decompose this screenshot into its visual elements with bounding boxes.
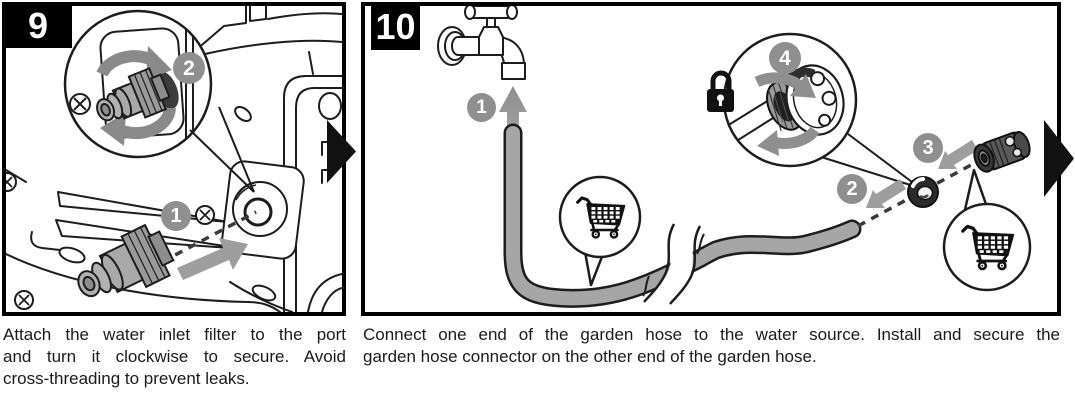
step-10-illustration: [437, 6, 1032, 312]
step-10-caption: Connect one end of the garden hose to th…: [363, 324, 1060, 368]
hose-break-symbol: [642, 220, 705, 312]
padlock-icon: [707, 70, 734, 112]
step-10-panel: [361, 2, 1061, 316]
step-number-badge: 9: [4, 4, 72, 48]
step-number-badge: 10: [371, 3, 420, 50]
callout-leader-lines: [189, 106, 255, 193]
shopping-cart-callout: [558, 175, 642, 287]
caption-line: and turn it clockwise to secure. Avoid: [3, 347, 346, 366]
twist-rotation-arrows-icon: [754, 72, 820, 156]
alignment-dashed-line: [161, 210, 257, 264]
screw-icon: [6, 172, 215, 310]
callout-1-badge: 1: [161, 201, 191, 231]
garden-hose-connector: [973, 131, 1031, 173]
next-step-arrow-icon: [1044, 120, 1074, 197]
caption-line: Connect one end of the garden hose to th…: [363, 325, 1060, 344]
connect-up-arrow: [499, 86, 527, 144]
screw-icon: [69, 93, 91, 115]
insert-direction-arrow: [938, 140, 978, 169]
caption-line: garden hose connector on the other end o…: [363, 347, 817, 366]
insert-direction-arrow: [866, 179, 906, 208]
callout-2-badge: 2: [837, 174, 867, 204]
callout-3-badge: 3: [913, 133, 943, 163]
next-step-arrow-icon: [327, 120, 356, 183]
callout-leader-lines: [817, 133, 921, 189]
caption-line: Attach the water inlet filter to the por…: [3, 325, 346, 344]
water-tap-icon: [437, 6, 526, 80]
shopping-cart-callout: [942, 168, 1032, 292]
clockwise-rotation-arrows-icon: [96, 46, 176, 146]
water-inlet-filter-zoomed: [96, 67, 171, 122]
step-9-illustration: [6, 6, 342, 312]
caption-line: cross-threading to prevent leaks.: [3, 369, 250, 388]
callout-2-badge: 2: [173, 52, 205, 84]
twist-lock-callout: [722, 32, 921, 189]
callout-1-badge: 1: [467, 93, 496, 122]
step-9-panel: [2, 2, 346, 316]
hose-washer: [907, 176, 939, 208]
step-9-caption: Attach the water inlet filter to the por…: [3, 324, 346, 390]
insert-direction-arrow: [177, 238, 248, 280]
callout-4-badge: 4: [769, 42, 801, 74]
water-inlet-filter: [77, 223, 175, 298]
water-inlet-port: [221, 160, 305, 260]
garden-hose: [503, 123, 862, 308]
